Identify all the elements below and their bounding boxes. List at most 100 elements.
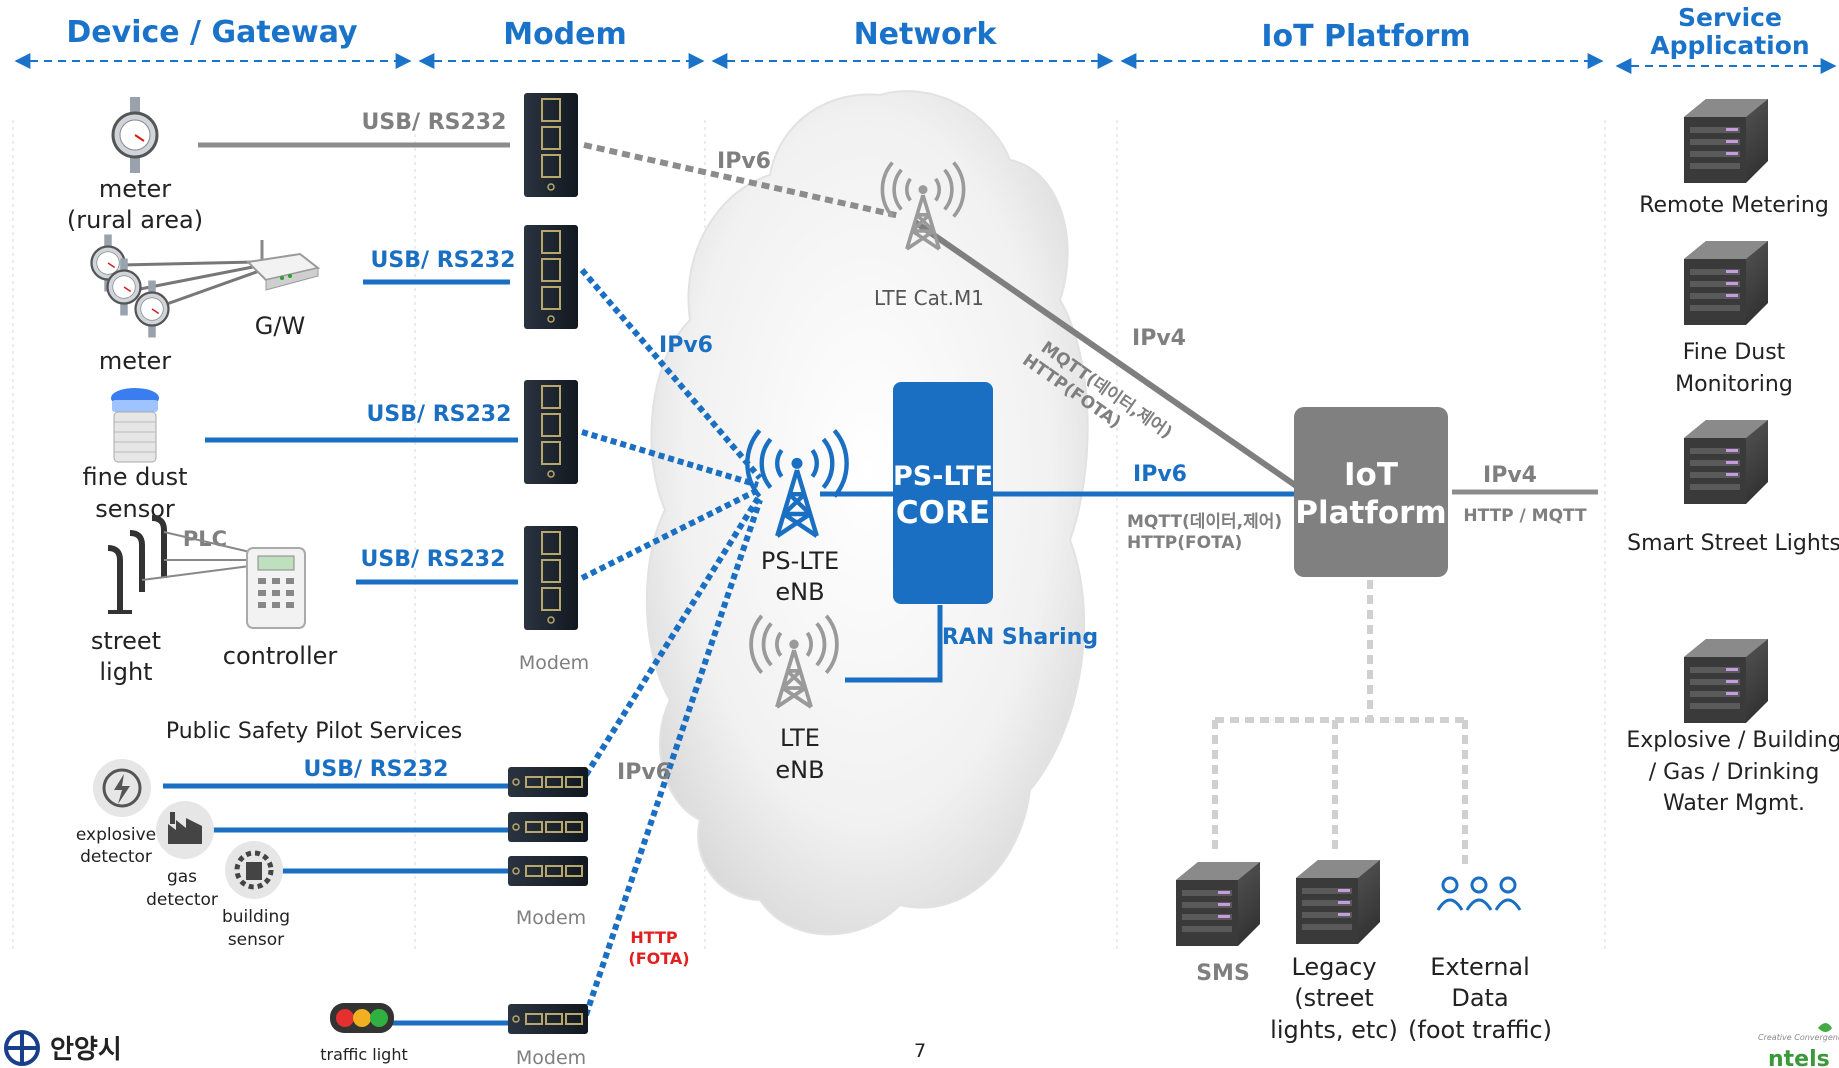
ipv4-label-platform: IPv4: [1483, 463, 1537, 488]
ipv6-label-blue: IPv6: [659, 333, 713, 358]
street-label: street: [91, 627, 161, 655]
building-label: building: [222, 907, 290, 927]
svg-text:IoT: IoT: [1344, 457, 1398, 493]
usb-label-4: USB/ RS232: [361, 547, 506, 572]
lte-enb-sublabel: eNB: [775, 756, 824, 784]
gas-sublabel: detector: [146, 890, 218, 910]
gateway-icon: [245, 240, 321, 291]
fine-dust-server-icon: [1684, 241, 1768, 325]
external-data-people-icon: [1436, 876, 1522, 911]
svg-text:Creative Convergence: Creative Convergence: [1758, 1033, 1839, 1042]
remote-metering-server-icon: [1684, 99, 1768, 183]
fine-dust-monitoring-label: Fine Dust: [1683, 340, 1786, 365]
ipv6-label-gray: IPv6: [717, 149, 771, 174]
ps-lte-core-box: PS-LTE CORE: [893, 382, 993, 604]
explosive-label: explosive: [76, 825, 156, 845]
fine-dust-label: fine dust: [82, 463, 187, 491]
anyang-city-logo: 안양시: [4, 1030, 122, 1066]
lte-enb-label: LTE: [780, 724, 820, 752]
explosive-mgmt-sublabel-1: / Gas / Drinking: [1649, 760, 1820, 785]
svg-text:Application: Application: [1650, 31, 1809, 60]
ran-sharing-label: RAN Sharing: [942, 625, 1098, 650]
sms-label: SMS: [1196, 961, 1250, 986]
section-header-device: Device / Gateway: [14, 15, 412, 69]
mqtt-label: MQTT(데이터,제어): [1127, 512, 1282, 532]
legacy-sublabel-1: (street: [1294, 984, 1374, 1012]
iot-platform-box: IoT Platform: [1294, 407, 1448, 577]
smart-street-lights-label: Smart Street Lights: [1627, 531, 1839, 556]
external-data-label: External: [1430, 953, 1530, 981]
smart-street-lights-server-icon: [1684, 420, 1768, 504]
explosive-sublabel: detector: [80, 847, 152, 867]
svg-text:Modem: Modem: [503, 17, 627, 52]
modem-caption-3: Modem: [516, 1047, 586, 1068]
meter-rural-label: meter: [99, 175, 171, 203]
legacy-sublabel-2: lights, etc): [1270, 1016, 1398, 1044]
traffic-light-icon: [330, 1003, 394, 1033]
remote-metering-label: Remote Metering: [1639, 193, 1829, 218]
ipv6-label-gray-2: IPv6: [617, 760, 671, 785]
ipv6-label-core: IPv6: [1133, 462, 1187, 487]
sms-server-icon: [1176, 862, 1260, 946]
explosive-mgmt-server-icon: [1684, 639, 1768, 723]
svg-text:Device / Gateway: Device / Gateway: [66, 15, 358, 50]
usb-label-3: USB/ RS232: [367, 402, 512, 427]
explosive-mgmt-label: Explosive / Building: [1626, 728, 1839, 753]
pilot-services-title: Public Safety Pilot Services: [166, 719, 462, 744]
ps-lte-enb-label: PS-LTE: [761, 547, 839, 575]
usb-label-5: USB/ RS232: [304, 757, 449, 782]
modem-3: [523, 379, 579, 485]
meter-label: meter: [99, 347, 171, 375]
fine-dust-monitoring-sublabel: Monitoring: [1675, 372, 1793, 397]
usb-label-2: USB/ RS232: [371, 248, 516, 273]
modem-caption-2: Modem: [516, 907, 586, 929]
traffic-light-label: traffic light: [320, 1045, 407, 1064]
usb-label-1: USB/ RS232: [362, 110, 507, 135]
fota-label: (FOTA): [628, 949, 689, 968]
controller-icon: [246, 547, 306, 629]
fine-dust-sensor-icon: [111, 388, 159, 463]
building-sensor-icon: [225, 841, 283, 899]
modem-2: [523, 224, 579, 330]
meter-cluster-icon: [90, 233, 263, 339]
gas-detector-icon: [156, 801, 214, 859]
modem-6: [507, 811, 589, 843]
section-header-network: Network: [711, 17, 1114, 69]
network-cloud: [645, 90, 1089, 936]
section-header-modem: Modem: [418, 17, 705, 69]
gas-label: gas: [167, 867, 197, 887]
meter-rural-icon: [111, 95, 159, 175]
modem-8: [507, 1003, 589, 1035]
http-label: HTTP: [630, 928, 678, 947]
section-header-service: Service Application: [1615, 3, 1837, 74]
http-fota-label: HTTP(FOTA): [1127, 533, 1242, 553]
modem-5: [507, 766, 589, 798]
page-number: 7: [914, 1040, 926, 1062]
svg-text:Service: Service: [1678, 3, 1782, 32]
controller-label: controller: [223, 642, 338, 670]
http-mqtt-label: HTTP / MQTT: [1463, 506, 1587, 526]
explosive-mgmt-sublabel-2: Water Mgmt.: [1663, 791, 1805, 816]
ps-lte-enb-sublabel: eNB: [775, 578, 824, 606]
svg-text:Network: Network: [854, 17, 998, 52]
modem-caption-1: Modem: [519, 652, 589, 674]
plc-label: PLC: [183, 527, 227, 551]
section-header-iot: IoT Platform: [1120, 19, 1604, 69]
svg-text:ntels: ntels: [1768, 1047, 1830, 1068]
svg-text:CORE: CORE: [896, 495, 990, 531]
ipv4-label-diag: IPv4: [1132, 326, 1186, 351]
external-data-sublabel-1: Data: [1451, 984, 1508, 1012]
gw-label: G/W: [255, 312, 305, 340]
svg-text:IoT Platform: IoT Platform: [1261, 19, 1470, 54]
ntels-logo: Creative Convergence ntels: [1758, 1023, 1839, 1068]
modem-4: [523, 525, 579, 631]
svg-text:PS-LTE: PS-LTE: [893, 461, 993, 492]
lte-catm1-label: LTE Cat.M1: [874, 286, 984, 310]
modem-7: [507, 855, 589, 887]
svg-text:안양시: 안양시: [50, 1035, 122, 1065]
street-sublabel: light: [99, 658, 152, 686]
explosive-detector-icon: [93, 759, 151, 817]
street-light-icon: [107, 515, 251, 614]
